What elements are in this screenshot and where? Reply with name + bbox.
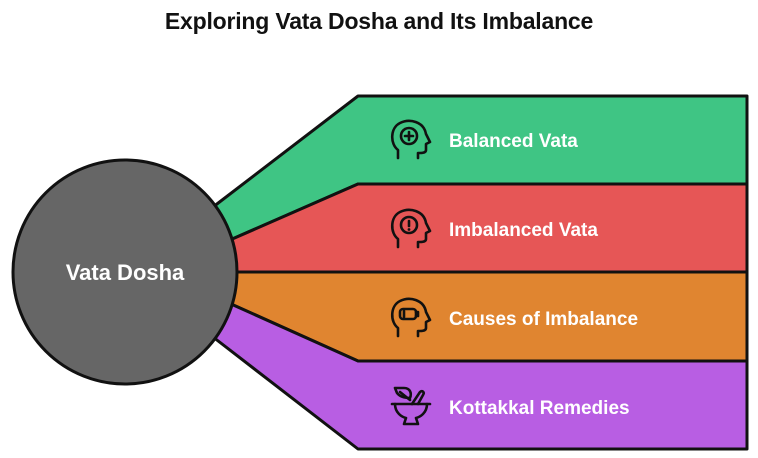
mortar-pestle-leaf-icon <box>390 386 432 426</box>
head-plus-icon <box>390 119 432 160</box>
branch-label: Kottakkal Remedies <box>449 398 630 419</box>
center-label: Vata Dosha <box>66 260 185 285</box>
branch-label: Causes of Imbalance <box>449 309 638 330</box>
center-circle <box>11 158 239 386</box>
diagram-title: Exploring Vata Dosha and Its Imbalance <box>164 8 594 34</box>
center-node: Vata Dosha <box>11 158 239 386</box>
branch-label: Imbalanced Vata <box>449 220 598 241</box>
head-low-battery-icon <box>390 297 432 338</box>
branch-label: Balanced Vata <box>449 131 578 152</box>
head-exclamation-icon <box>390 208 432 249</box>
branch-kottakkal-remedies: Kottakkal Remedies <box>211 302 749 451</box>
